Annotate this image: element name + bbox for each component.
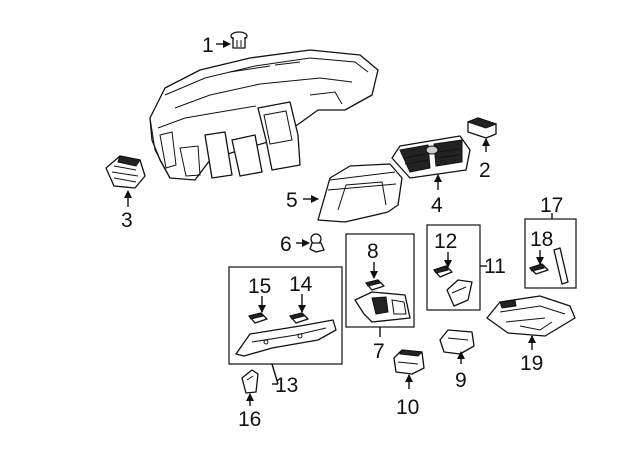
callout-7: 7 (373, 340, 385, 363)
callout-9: 9 (455, 369, 467, 392)
callout-16: 16 (238, 408, 261, 431)
part-6-switch (309, 233, 325, 253)
callout-17: 17 (540, 194, 563, 217)
part-14-clip (289, 312, 309, 324)
callout-3: 3 (121, 209, 133, 232)
part-10-switch-block (393, 349, 425, 375)
callout-12: 12 (434, 230, 457, 253)
callout-13: 13 (275, 374, 298, 397)
callout-2: 2 (479, 159, 491, 182)
part-2-clip (466, 117, 498, 139)
group-box-17 (524, 218, 577, 289)
part-18-clip (529, 263, 549, 275)
callout-18: 18 (530, 228, 553, 251)
part-12-clip (433, 265, 453, 278)
part-7-trim-panel (354, 291, 411, 323)
callout-6: 6 (280, 233, 292, 256)
part-4-center-vents (391, 135, 471, 179)
callout-labels: 1 2 3 4 5 6 7 8 9 10 11 12 13 14 15 16 1… (121, 34, 563, 431)
callout-19: 19 (520, 352, 543, 375)
part-11-cover (446, 279, 473, 307)
part-9-holder (439, 329, 475, 355)
callout-11: 11 (484, 255, 506, 278)
part-17-strip (553, 247, 569, 285)
group-box-11 (426, 224, 481, 311)
part-15-clip (248, 312, 268, 324)
callout-5: 5 (286, 189, 298, 212)
part-19-under-cover (486, 295, 576, 337)
callout-14: 14 (289, 273, 313, 296)
part-1-clip (230, 31, 248, 49)
callout-15: 15 (248, 275, 271, 298)
part-8-clip (365, 279, 385, 291)
instrument-panel-frame (149, 49, 379, 181)
part-16-bracket (241, 369, 259, 394)
group-box-13 (228, 266, 343, 365)
part-5-cluster-bezel (317, 163, 403, 223)
part-3-side-vent (105, 155, 146, 189)
part-13-lower-panel (235, 319, 337, 357)
callout-10: 10 (396, 396, 419, 419)
leader-lines (124, 40, 553, 406)
callout-4: 4 (431, 194, 443, 217)
callout-1: 1 (202, 34, 214, 57)
callout-8: 8 (367, 240, 379, 263)
